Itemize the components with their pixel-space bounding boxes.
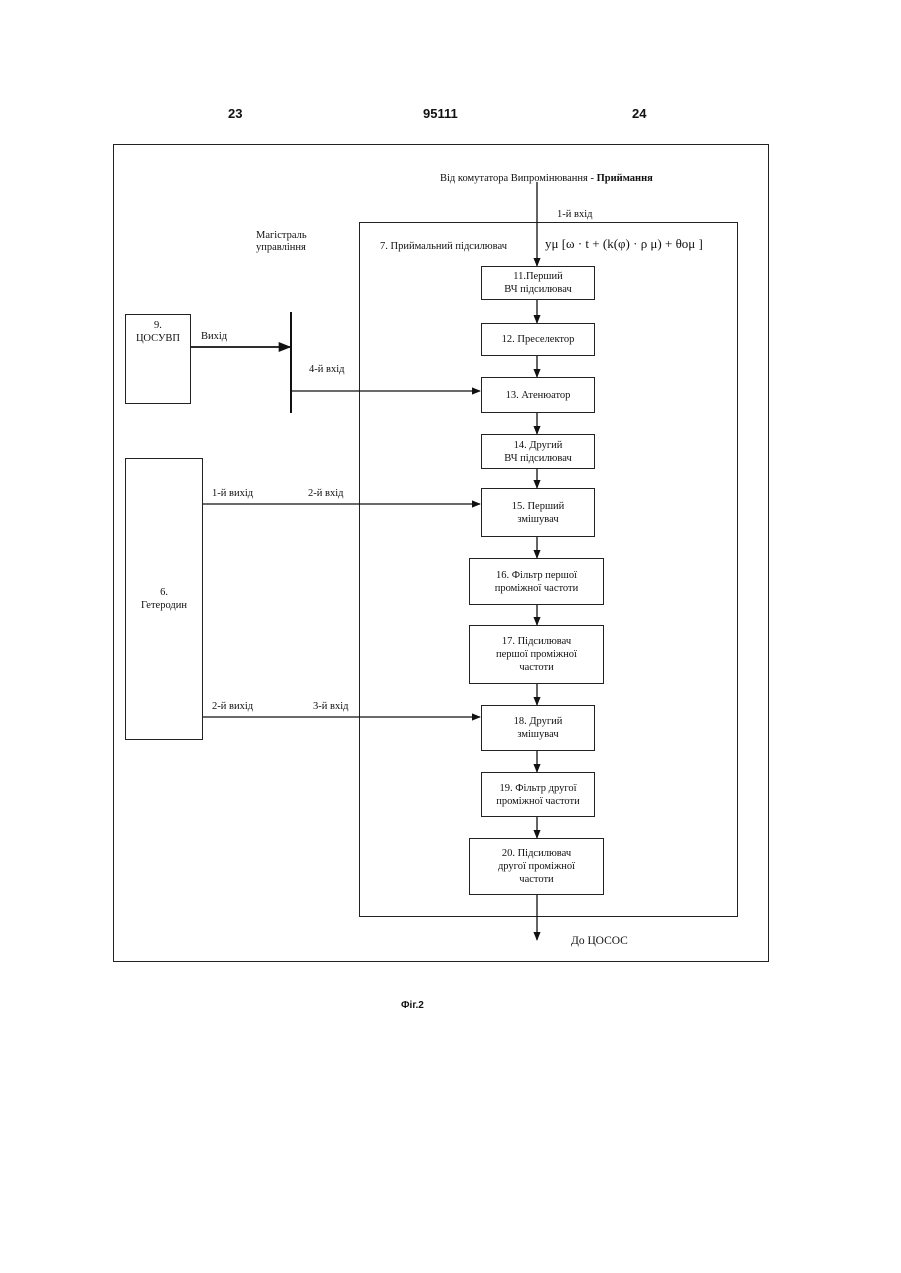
block-second-mixer: 18. Другий змішувач: [481, 705, 595, 751]
input1-label: 1-й вхід: [557, 209, 592, 221]
signal-formula: yμ [ω · t + (k(φ) · ρ μ) + θoμ ]: [545, 236, 703, 252]
heterodyne-out1-label: 1-й вихід: [212, 488, 253, 500]
block-first-if-filter: 16. Фільтр першої проміжної частоти: [469, 558, 604, 605]
csuvp-block: 9. ЦОСУВП: [125, 314, 191, 404]
block-second-if-amplifier: 20. Підсилювач другої проміжної частоти: [469, 838, 604, 895]
receiver-amplifier-label: 7. Приймальний підсилювач: [380, 241, 507, 253]
output-label: До ЦОСОС: [571, 935, 628, 947]
block-second-rf-amplifier: 14. Другий ВЧ підсилювач: [481, 434, 595, 469]
source-label-bold: Приймання: [597, 173, 653, 184]
block-first-if-amplifier: 17. Підсилювач першої проміжної частоти: [469, 625, 604, 684]
block-first-mixer: 15. Перший змішувач: [481, 488, 595, 537]
source-label: Від комутатора Випромінювання - Прийманн…: [440, 161, 653, 185]
input3-label: 3-й вхід: [313, 701, 348, 713]
block-attenuator: 13. Атенюатор: [481, 377, 595, 413]
csuvp-output-label: Вихід: [201, 331, 227, 343]
figure-caption: Фіг.2: [401, 1000, 424, 1011]
source-label-text: Від комутатора Випромінювання -: [440, 173, 597, 184]
control-bus-label: Магістраль управління: [256, 230, 307, 254]
input4-label: 4-й вхід: [309, 364, 344, 376]
block-second-if-filter: 19. Фільтр другої проміжної частоти: [481, 772, 595, 817]
block-first-rf-amplifier: 11.Перший ВЧ підсилювач: [481, 266, 595, 300]
input2-label: 2-й вхід: [308, 488, 343, 500]
block-preselector: 12. Преселектор: [481, 323, 595, 356]
heterodyne-out2-label: 2-й вихід: [212, 701, 253, 713]
heterodyne-block: 6. Гетеродин: [125, 458, 203, 740]
